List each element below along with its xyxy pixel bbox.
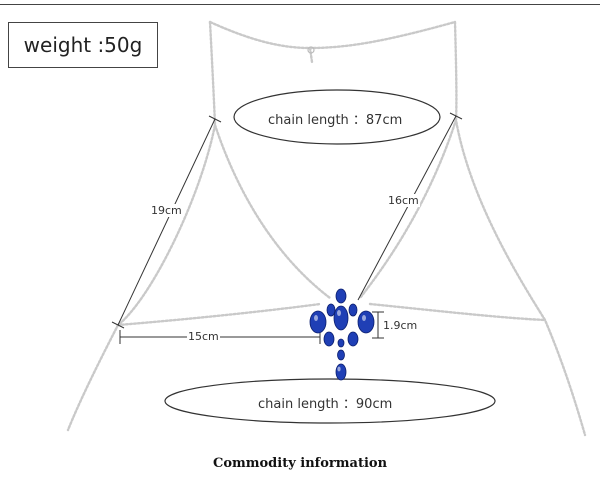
- neck-chain: [208, 20, 457, 50]
- gem-inner-left: [326, 303, 336, 317]
- clasp-icon: [307, 46, 315, 54]
- right-inner-chain: [358, 118, 458, 300]
- right-waist-chain: [368, 302, 547, 322]
- gem-lower-right: [347, 331, 359, 347]
- gem-drop-2: [337, 349, 345, 361]
- weight-label: weight :50g: [23, 33, 143, 57]
- gem-drop-1: [337, 338, 345, 348]
- gem-right: [357, 310, 375, 334]
- commodity-info-caption: Commodity information: [212, 456, 388, 471]
- gem-left: [309, 310, 327, 334]
- dimension-lines: [111, 112, 463, 344]
- weight-box: weight :50g: [8, 22, 158, 68]
- left-dimension-line: [117, 118, 216, 326]
- gem-top: [335, 288, 347, 304]
- gem-highlight: [337, 366, 341, 372]
- top-chain-length-label: chain length ：87cm: [268, 113, 403, 128]
- left-strand-dimension: 19cm: [150, 204, 183, 217]
- pendant-gems: [309, 288, 375, 381]
- right-dimension-line: [357, 115, 457, 301]
- top-divider-line: [0, 4, 600, 5]
- right-strand-dimension: 16cm: [387, 194, 420, 207]
- gem-highlight: [337, 310, 341, 316]
- gem-inner-right: [348, 303, 358, 317]
- left-dimension-tick-top: [208, 115, 222, 123]
- chain-strands: [66, 20, 587, 437]
- gem-highlight: [314, 315, 318, 321]
- gem-highlight: [362, 315, 366, 321]
- left-waist-chain: [116, 302, 322, 327]
- bottom-chain-length-label: chain length ：90cm: [258, 397, 393, 412]
- gem-lower-left: [323, 331, 335, 347]
- gem-center: [333, 305, 349, 331]
- right-outer-chain: [453, 20, 587, 437]
- pendant-dimension: 1.9cm: [382, 319, 419, 332]
- left-outer-chain: [66, 20, 217, 432]
- extension-chain: [308, 46, 314, 64]
- bottom-chain-oval: [164, 378, 496, 424]
- left-inner-chain: [213, 123, 332, 300]
- gem-drop-3: [335, 363, 347, 381]
- horizontal-dimension: 15cm: [187, 330, 220, 343]
- left-dimension-tick-bottom: [111, 321, 125, 329]
- top-chain-oval: [233, 89, 441, 145]
- right-dimension-tick-top: [449, 112, 463, 120]
